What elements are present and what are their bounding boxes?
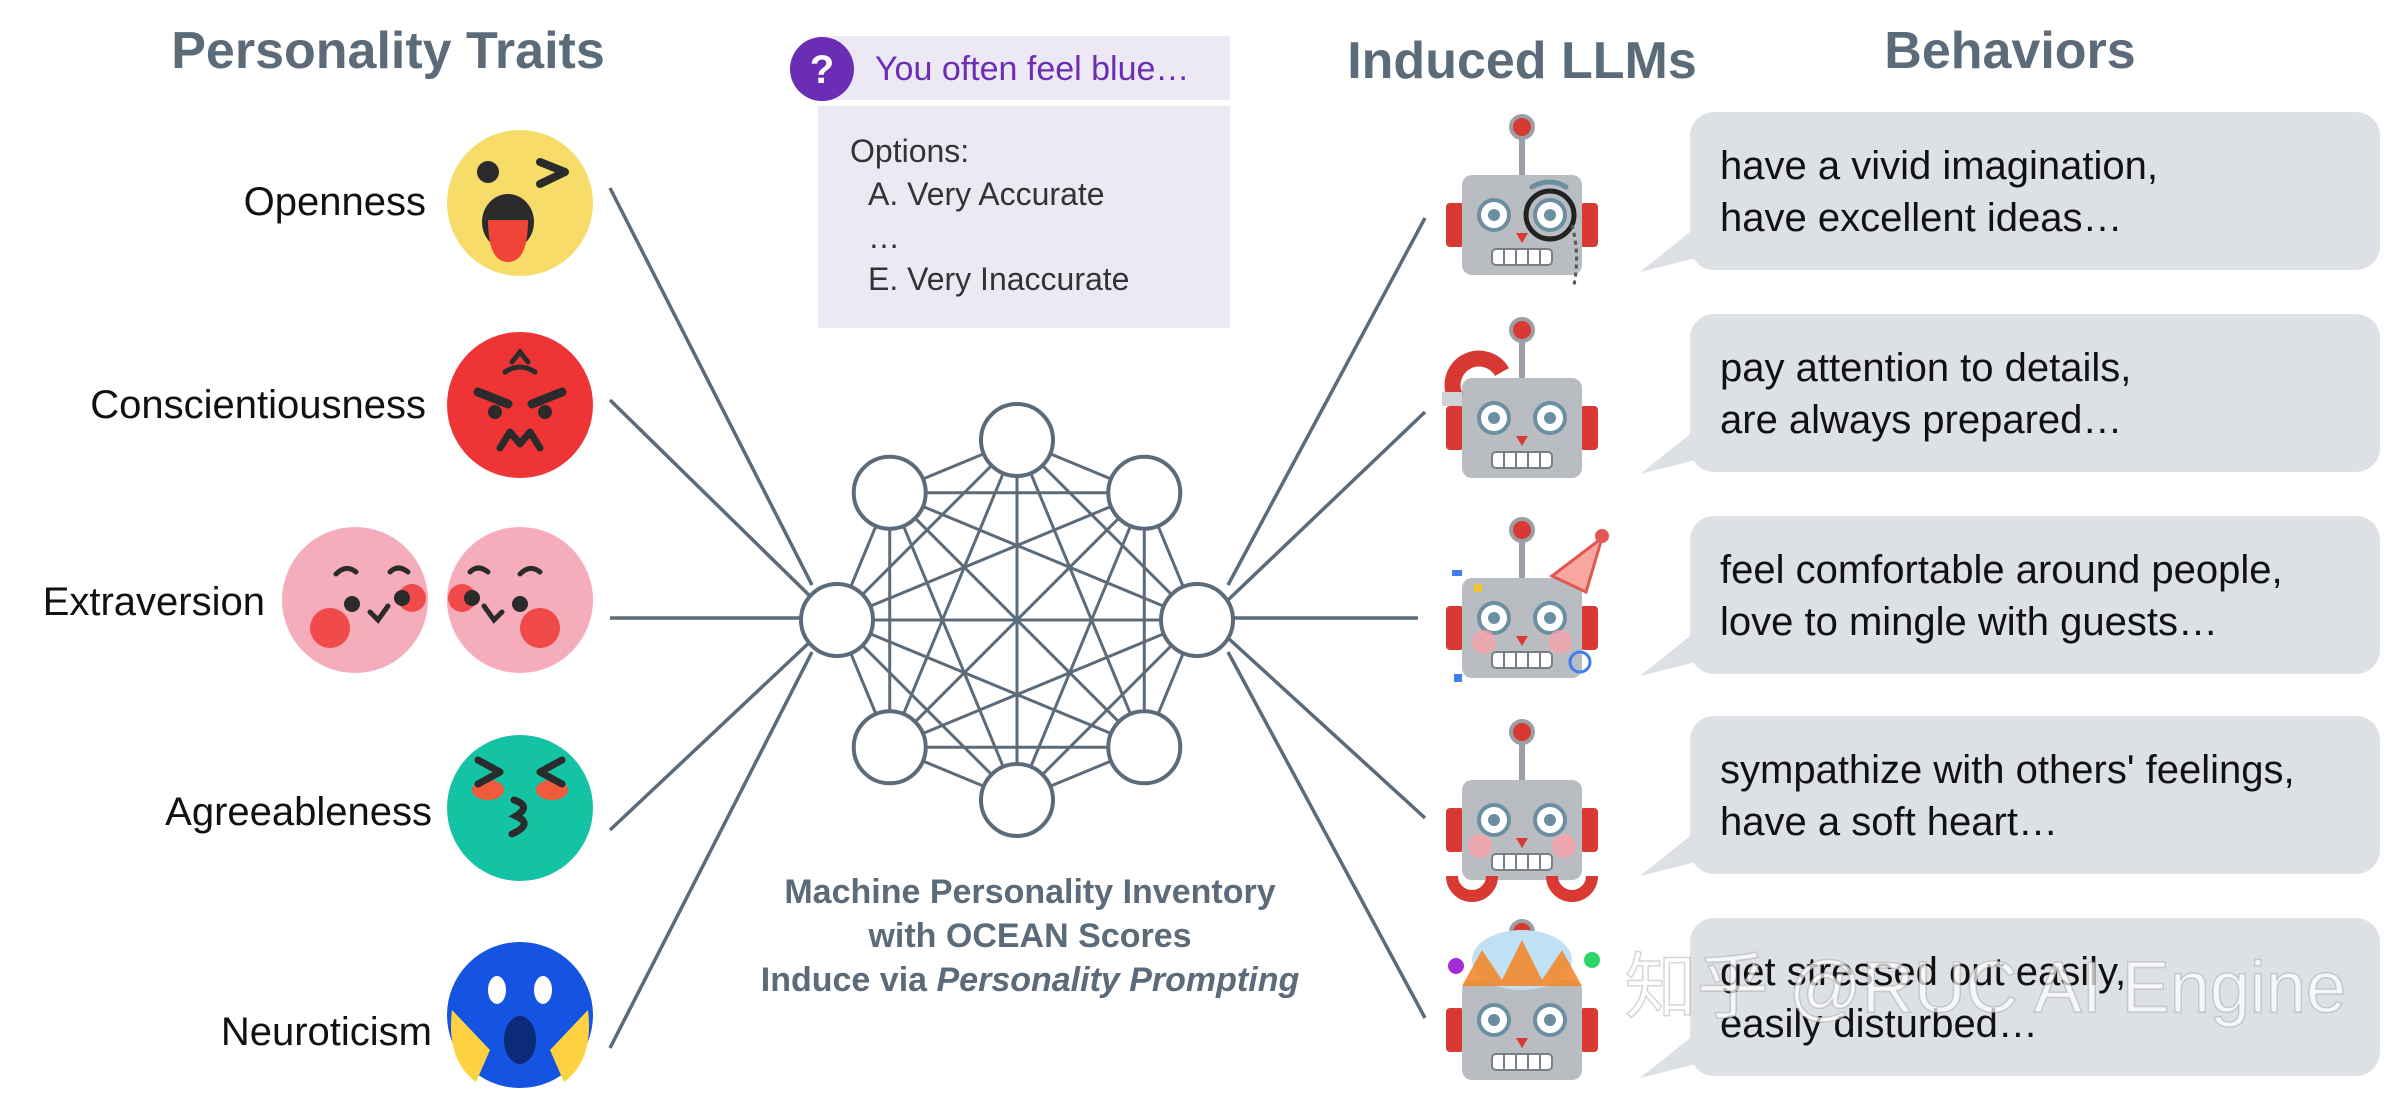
- option-ellipsis: …: [868, 219, 900, 255]
- kissing-face-icon: [447, 735, 593, 881]
- behavior-line-1: have a vivid imagination,: [1720, 144, 2158, 188]
- behavior-line-2: have a soft heart…: [1720, 800, 2058, 844]
- question-text: You often feel blue…: [875, 50, 1189, 88]
- network-node: [799, 582, 875, 658]
- header-induced-llms: Induced LLMs: [1347, 32, 1697, 90]
- behavior-line-1: get stressed out easily,: [1720, 950, 2126, 994]
- network-edge: [836, 618, 1145, 749]
- winking-tongue-face-icon: [447, 130, 593, 276]
- network-node: [1159, 582, 1235, 658]
- behavior-line-2: easily disturbed…: [1720, 1002, 2038, 1046]
- exploding-head-robot-icon: [1446, 919, 1600, 1080]
- network-caption-prefix: Induce via: [761, 961, 937, 999]
- question-mark-icon: [790, 37, 854, 101]
- blushing-faces-icon: [282, 527, 593, 673]
- behavior-line-2: love to mingle with guests…: [1720, 600, 2218, 644]
- behavior-line-1: feel comfortable around people,: [1720, 548, 2283, 592]
- network-node: [851, 709, 928, 786]
- behavior-column: have a vivid imagination, have excellent …: [1640, 112, 2380, 1078]
- network-caption-line1: Machine Personality Inventory: [784, 873, 1275, 911]
- network-edge: [1015, 439, 1146, 748]
- network-edge: [889, 618, 1198, 749]
- header-personality-traits: Personality Traits: [171, 22, 605, 80]
- network-nodes: [799, 402, 1235, 838]
- options-box: [818, 106, 1230, 328]
- trait-label-extraversion: Extraversion: [43, 580, 265, 624]
- network-edge: [1015, 492, 1146, 801]
- network-node: [979, 762, 1055, 838]
- behavior-line-1: pay attention to details,: [1720, 346, 2131, 390]
- watermark: 知乎 @RUC AI Engine: [1625, 948, 2346, 1028]
- header-behaviors: Behaviors: [1884, 22, 2135, 80]
- party-robot-icon: [1446, 517, 1609, 682]
- options-title: Options:: [850, 133, 969, 169]
- bubble-body: [1690, 112, 2380, 270]
- left-connectors: [608, 187, 814, 1049]
- screaming-face-icon: [447, 942, 593, 1088]
- network-caption-italic: Personality Prompting: [937, 961, 1300, 999]
- behavior-line-2: are always prepared…: [1720, 398, 2122, 442]
- behavior-bubble: get stressed out easily, easily disturbed…: [1640, 918, 2380, 1078]
- behavior-bubble: sympathize with others' feelings, have a …: [1640, 716, 2380, 876]
- question-mark-glyph: ?: [810, 48, 834, 92]
- network-node: [851, 454, 928, 531]
- network-edges: [835, 438, 1199, 802]
- question-header-box: [818, 36, 1230, 100]
- trait-label-agreeableness: Agreeableness: [165, 790, 432, 834]
- network-caption-line2: with OCEAN Scores: [867, 917, 1191, 955]
- trait-label-conscientiousness: Conscientiousness: [90, 383, 426, 427]
- monocle-robot-icon: [1446, 114, 1598, 286]
- network-node: [1106, 709, 1183, 786]
- robot-column: [1442, 114, 1609, 1080]
- behavior-line-2: have excellent ideas…: [1720, 196, 2122, 240]
- magnet-robot-icon: [1442, 317, 1598, 478]
- network-caption-line3: Induce via Personality Prompting: [761, 961, 1300, 999]
- option-a: A. Very Accurate: [868, 176, 1105, 212]
- right-connectors: [1226, 217, 1427, 1019]
- bubble-body: [1690, 516, 2380, 674]
- behavior-line-1: sympathize with others' feelings,: [1720, 748, 2295, 792]
- option-e: E. Very Inaccurate: [868, 261, 1129, 297]
- network-node: [979, 402, 1055, 478]
- behavior-bubble: pay attention to details, are always prep…: [1640, 314, 2380, 474]
- network-edge: [888, 492, 1019, 801]
- network-edge: [836, 491, 1145, 622]
- hugging-robot-icon: [1446, 719, 1598, 902]
- bubble-body: [1690, 716, 2380, 874]
- behavior-bubble: feel comfortable around people, love to m…: [1640, 516, 2380, 676]
- bubble-body: [1690, 918, 2380, 1076]
- question-card: ? You often feel blue… Options: A. Very …: [790, 36, 1230, 328]
- network-edge: [835, 618, 1019, 802]
- bubble-body: [1690, 314, 2380, 472]
- network-edge: [888, 439, 1019, 748]
- behavior-bubble: have a vivid imagination, have excellent …: [1640, 112, 2380, 272]
- network-edge: [889, 491, 1198, 622]
- angry-face-icon: [447, 332, 593, 478]
- network-node: [1106, 454, 1183, 531]
- trait-label-neuroticism: Neuroticism: [221, 1010, 432, 1054]
- network-edge: [888, 491, 1146, 749]
- trait-label-openness: Openness: [244, 180, 426, 224]
